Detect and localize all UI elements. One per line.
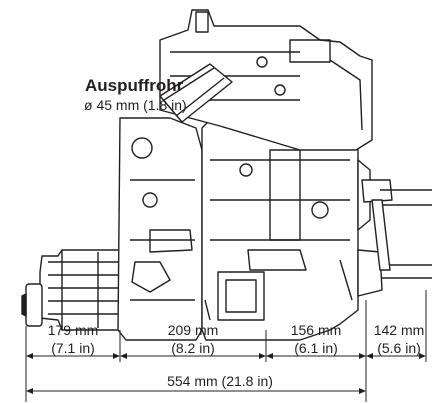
dimension-lines <box>28 355 424 392</box>
dimension-3-mm: 156 mm <box>290 322 342 338</box>
exhaust-diameter: ø 45 mm (1.8 in) <box>84 97 187 113</box>
dimension-2-in: (8.2 in) <box>171 340 215 356</box>
dimension-4-in: (5.6 in) <box>377 340 421 356</box>
exhaust-pipe <box>159 63 233 123</box>
dimension-2-mm: 209 mm <box>167 322 219 338</box>
cylinder-head <box>159 9 373 151</box>
dimension-3-in: (6.1 in) <box>294 340 338 356</box>
exhaust-title: Auspuffrohr <box>85 76 184 95</box>
extension-lines <box>25 290 427 402</box>
engine-block <box>201 109 359 341</box>
gearbox <box>117 117 203 341</box>
dimension-1-in: (7.1 in) <box>51 340 95 356</box>
dimension-4-mm: 142 mm <box>373 322 425 338</box>
dimension-arrowheads <box>26 353 426 394</box>
dimension-1-mm: 179 mm <box>47 322 99 338</box>
flywheel-housing <box>21 249 123 331</box>
total-length: 554 mm (21.8 in) <box>167 373 273 389</box>
rear-accessories <box>357 159 432 297</box>
